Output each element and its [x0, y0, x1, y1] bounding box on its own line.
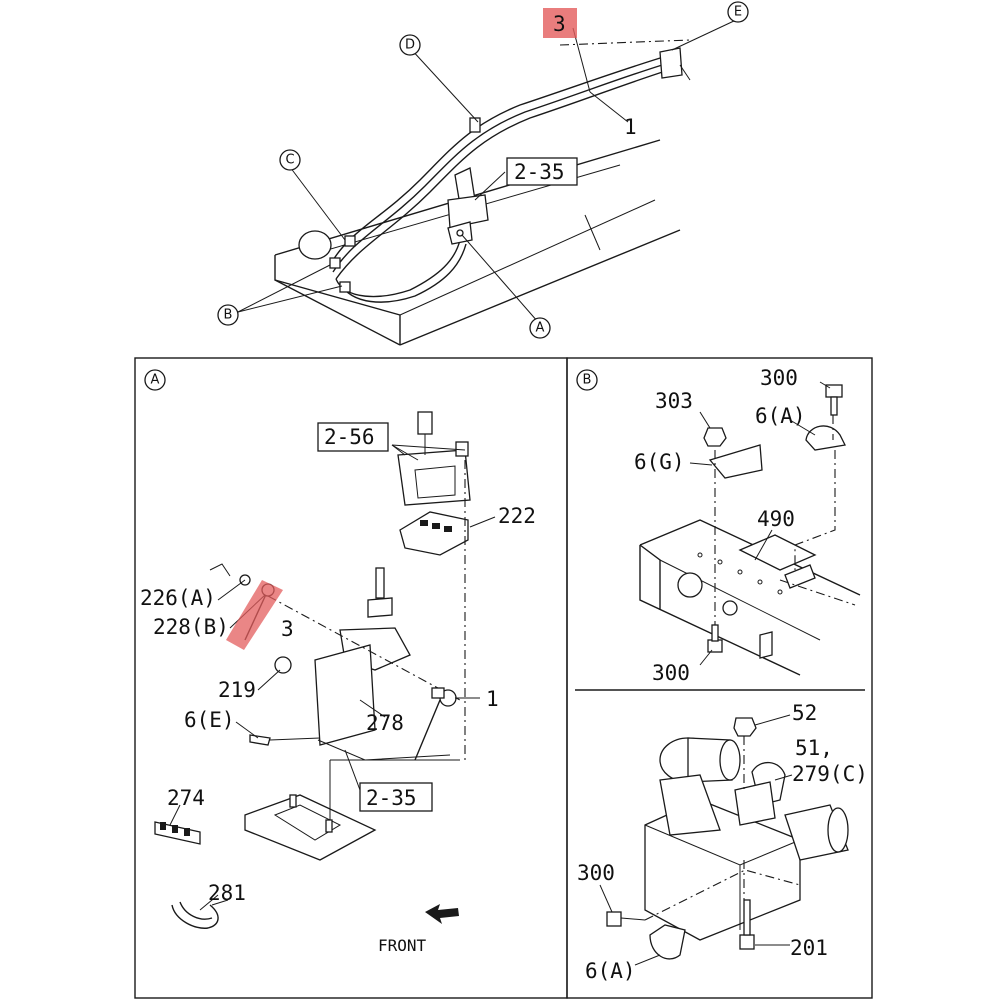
highlight-part-3-panel-a — [226, 580, 283, 650]
part-490-label: 490 — [757, 507, 795, 531]
part-3-top-label: 3 — [553, 12, 566, 36]
callout-a-text: A — [536, 321, 545, 336]
part-6a-panel-b-label: 6(A) — [755, 404, 806, 428]
part-6a-panel-c-label: 6(A) — [585, 959, 636, 983]
callout-e-text: E — [734, 5, 742, 20]
panel-b-title: B — [576, 369, 598, 391]
part-279c-label: 279(C) — [792, 762, 868, 786]
panel-b-illustration — [639, 381, 861, 676]
highlight-part-3-top — [543, 8, 577, 38]
panel-b-letter: B — [583, 373, 592, 388]
part-300-panel-c-label: 300 — [577, 861, 615, 885]
callout-c: C — [279, 149, 301, 171]
part-222-label: 222 — [498, 504, 536, 528]
panel-a-title: A — [144, 369, 166, 391]
part-1-panel-a-label: 1 — [486, 687, 499, 711]
callout-b: B — [217, 304, 239, 326]
part-1-top-label: 1 — [624, 115, 637, 139]
part-300-top-label: 300 — [760, 366, 798, 390]
ref-2-56-box — [317, 422, 389, 452]
part-281-label: 281 — [208, 881, 246, 905]
part-201-label: 201 — [790, 936, 828, 960]
part-219-label: 219 — [218, 678, 256, 702]
part-228b-label: 228(B) — [153, 615, 229, 639]
front-direction-label: FRONT — [378, 936, 427, 955]
part-6e-label: 6(E) — [184, 708, 235, 732]
overview-illustration — [237, 19, 737, 346]
panel-a-illustration — [154, 411, 496, 929]
part-303-label: 303 — [655, 389, 693, 413]
callout-d-text: D — [405, 38, 415, 53]
part-274-label: 274 — [167, 786, 205, 810]
ref-2-35-panel-a-label: 2-35 — [366, 786, 417, 810]
panel-c-illustration — [599, 714, 849, 966]
panel-a-letter: A — [151, 373, 160, 388]
callout-b-text: B — [224, 308, 233, 323]
ref-2-56-label: 2-56 — [324, 425, 375, 449]
callout-a: A — [529, 317, 551, 339]
part-300-bottom-label: 300 — [652, 661, 690, 685]
ref-2-35-panel-a-box — [359, 782, 433, 812]
ref-2-35-top-label: 2-35 — [514, 160, 565, 184]
part-226a-label: 226(A) — [140, 586, 216, 610]
part-52-label: 52 — [792, 701, 817, 725]
callout-d: D — [399, 34, 421, 56]
callout-c-text: C — [285, 153, 294, 168]
part-3-panel-a-label: 3 — [281, 617, 294, 641]
part-278-label: 278 — [366, 711, 404, 735]
callout-e: E — [727, 1, 749, 23]
panel-b-border — [566, 357, 873, 999]
part-51-label: 51, — [795, 736, 833, 760]
part-6g-label: 6(G) — [634, 450, 685, 474]
ref-2-35-top-box — [506, 157, 578, 186]
